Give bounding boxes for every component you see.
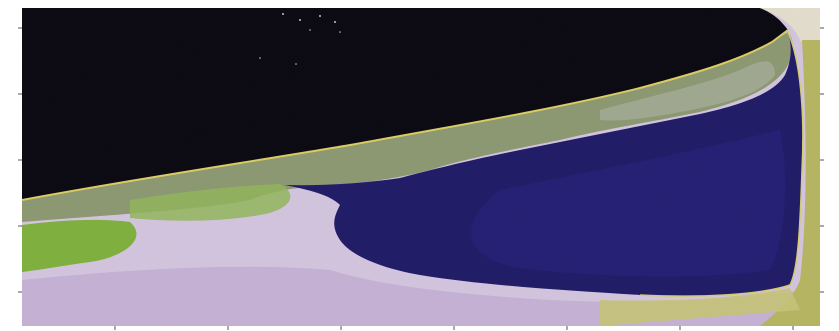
axis-ticks — [18, 27, 824, 330]
texture-overlay — [22, 8, 820, 326]
image-area — [22, 8, 820, 326]
